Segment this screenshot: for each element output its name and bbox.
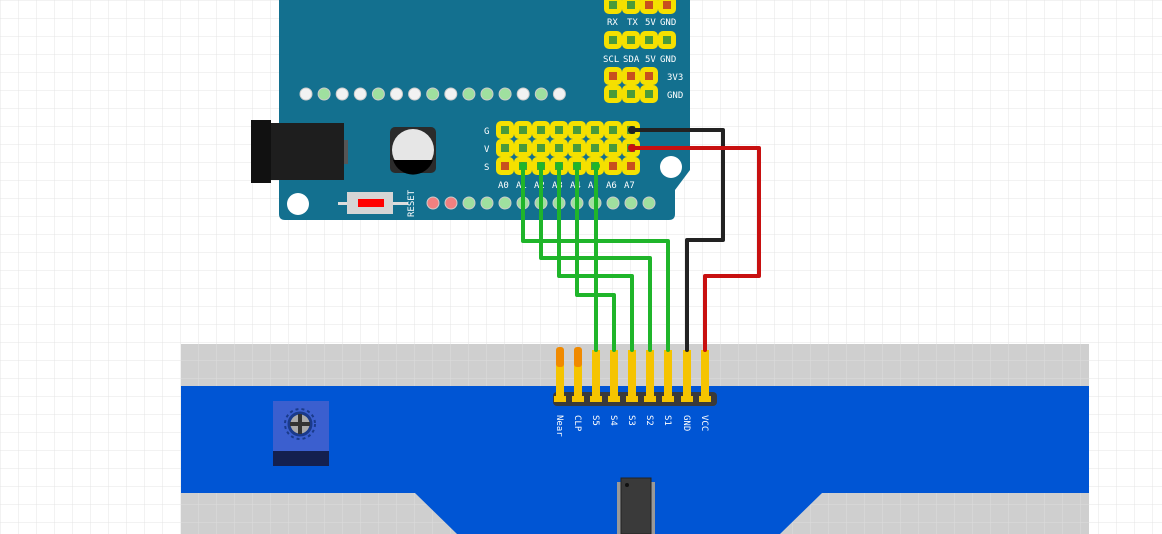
analog-label: A5: [588, 181, 599, 191]
pin-hole: [371, 87, 385, 101]
label-g: G: [484, 127, 489, 137]
wire-end[interactable]: [519, 162, 527, 170]
wire-gnd[interactable]: [630, 128, 725, 352]
pin-hole: [498, 196, 512, 210]
sensor-pin-label: VCC: [699, 415, 709, 431]
pin-hole: [317, 87, 331, 101]
wire-vcc[interactable]: [630, 146, 761, 352]
pin-hole: [426, 87, 440, 101]
digital-pin-holes: [299, 87, 566, 101]
pin-hole: [498, 87, 512, 101]
label-sda: SDA: [623, 55, 640, 65]
analog-label: A7: [624, 181, 635, 191]
sensor-pin-label: S3: [626, 415, 636, 426]
pin-hole: [444, 196, 458, 210]
pin-hole: [335, 87, 349, 101]
pin-hole: [606, 196, 620, 210]
pin-hole: [426, 196, 440, 210]
power-jack: [251, 120, 348, 183]
pin-hole: [299, 87, 313, 101]
sensor-pin[interactable]: [646, 350, 654, 400]
label-rx: RX: [607, 18, 618, 28]
pin-hole: [624, 196, 638, 210]
analog-label: A0: [498, 181, 509, 191]
sensor-pin-label: Near: [554, 415, 564, 437]
label-scl: SCL: [603, 55, 619, 65]
mounting-hole: [660, 156, 682, 178]
sensor-pin-label: S5: [590, 415, 600, 426]
label-gnd: GND: [667, 91, 683, 101]
arduino-nano-shield[interactable]: RESET RX TX 5V GND SCL SDA 5V GND 3V3 GN…: [251, 0, 690, 220]
wire-end[interactable]: [573, 162, 581, 170]
pin-hole: [462, 87, 476, 101]
sensor-pin[interactable]: [610, 350, 618, 400]
pin-hole: [642, 196, 656, 210]
label-5v: 5V: [645, 55, 656, 65]
pin-hole: [534, 87, 548, 101]
sensor-pin[interactable]: [574, 350, 582, 400]
mounting-hole: [287, 193, 309, 215]
pin-hole: [480, 87, 494, 101]
label-3v3: 3V3: [667, 73, 683, 83]
wire-end[interactable]: [555, 162, 563, 170]
sensor-pin[interactable]: [683, 350, 691, 400]
wires: [521, 128, 761, 352]
sensor-pin[interactable]: [592, 350, 600, 400]
sensor-pin-label: CLP: [572, 415, 582, 432]
label-s: S: [484, 163, 489, 173]
sensor-pin[interactable]: [664, 350, 672, 400]
ic-chip: [617, 477, 655, 534]
sensor-pin[interactable]: [701, 350, 709, 400]
pin-hole: [462, 196, 476, 210]
label-tx: TX: [627, 18, 638, 28]
wire-end[interactable]: [592, 162, 600, 170]
pin-hole: [353, 87, 367, 101]
wire-endpoints: [519, 126, 636, 170]
pin-hole: [516, 87, 530, 101]
sensor-pin-label: GND: [681, 415, 691, 431]
pin-hole: [408, 87, 422, 101]
sensor-pin-label: S2: [644, 415, 654, 426]
sensor-pin-label: S1: [662, 415, 672, 426]
sensor-pin[interactable]: [628, 350, 636, 400]
serial-header-labels: RX TX 5V GND SCL SDA 5V GND 3V3 GND G V …: [484, 18, 683, 173]
sensor-pin-labels: Near CLP S5 S4 S3 S2 S1 GND VCC: [554, 415, 709, 437]
sensor-pin-label: S4: [608, 415, 618, 426]
reset-button[interactable]: RESET: [338, 189, 417, 217]
wire-end[interactable]: [537, 162, 545, 170]
label-gnd: GND: [660, 18, 676, 28]
pin-hole: [552, 87, 566, 101]
capacitor: [390, 127, 436, 175]
label-5v: 5V: [645, 18, 656, 28]
analog-label: A6: [606, 181, 617, 191]
sensor-pin[interactable]: [556, 350, 564, 400]
wire-end[interactable]: [628, 144, 636, 152]
label-v: V: [484, 145, 490, 155]
wire-end[interactable]: [628, 126, 636, 134]
pin-hole: [480, 196, 494, 210]
potentiometer[interactable]: [273, 401, 329, 466]
pin-hole: [444, 87, 458, 101]
reset-label: RESET: [407, 189, 417, 217]
pin-hole: [390, 87, 403, 101]
sensor-pin-header: [553, 347, 717, 406]
label-gnd: GND: [660, 55, 676, 65]
